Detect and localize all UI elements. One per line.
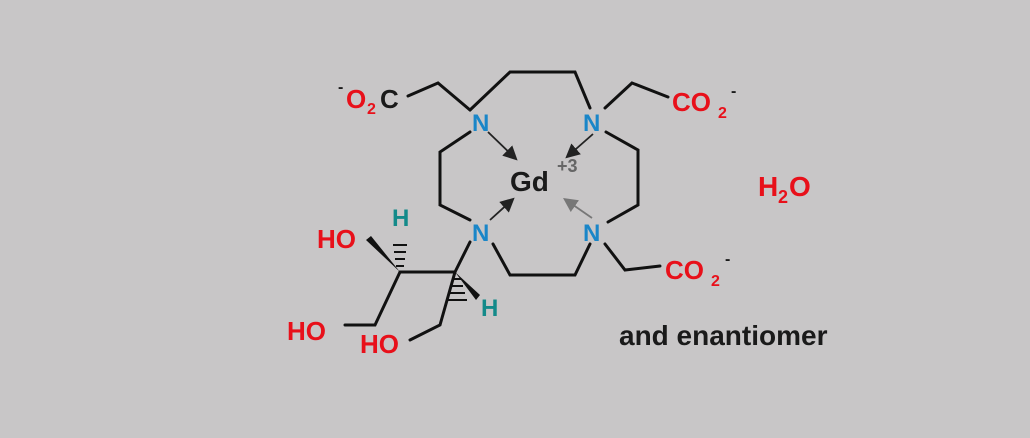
svg-text:C: C xyxy=(380,84,399,114)
carboxylate-top-left: - O 2 C xyxy=(338,79,399,118)
hydroxyl-upper: HO xyxy=(317,224,356,254)
nitrogen-bottom-left: N xyxy=(472,220,489,247)
svg-text:2: 2 xyxy=(778,187,788,207)
hydrogen-upper: H xyxy=(392,205,409,232)
svg-text:2: 2 xyxy=(711,273,720,290)
nitrogen-top-right: N xyxy=(583,110,600,137)
nitrogen-labels: N N N N xyxy=(472,110,600,247)
carboxylate-top-right: CO 2 - xyxy=(672,83,736,122)
charge-minus: - xyxy=(731,83,736,100)
stereo-wedges xyxy=(366,236,480,301)
metal-symbol: Gd xyxy=(510,166,549,197)
nitrogen-top-left: N xyxy=(472,110,489,137)
svg-text:O: O xyxy=(789,171,811,202)
svg-text:CO: CO xyxy=(672,87,711,117)
hashed-bond-upper-h xyxy=(393,244,407,267)
water-formula: H 2 O xyxy=(758,171,811,207)
svg-text:2: 2 xyxy=(718,105,727,122)
svg-text:O: O xyxy=(346,84,366,114)
hydrogen-lower: H xyxy=(481,295,498,322)
charge-minus: - xyxy=(338,79,343,96)
svg-text:CO: CO xyxy=(665,255,704,285)
gadolinium-center: Gd +3 xyxy=(510,156,578,197)
coordination-arrows xyxy=(487,131,594,221)
cyclen-ring-bonds xyxy=(343,70,670,342)
nitrogen-bottom-right: N xyxy=(583,220,600,247)
wedge-bond-lower-h xyxy=(455,272,480,300)
carboxylate-bottom-right: CO 2 - xyxy=(665,251,730,290)
svg-text:H: H xyxy=(758,171,778,202)
enantiomer-caption: and enantiomer xyxy=(619,320,828,351)
hydroxyl-lower-left: HO xyxy=(287,316,326,346)
charge-minus: - xyxy=(725,251,730,268)
hydroxyl-lower-middle: HO xyxy=(360,329,399,359)
metal-charge: +3 xyxy=(557,156,578,176)
wedge-bond-upper xyxy=(366,236,400,272)
hashed-bond-lower xyxy=(447,278,467,301)
svg-text:2: 2 xyxy=(367,101,376,118)
